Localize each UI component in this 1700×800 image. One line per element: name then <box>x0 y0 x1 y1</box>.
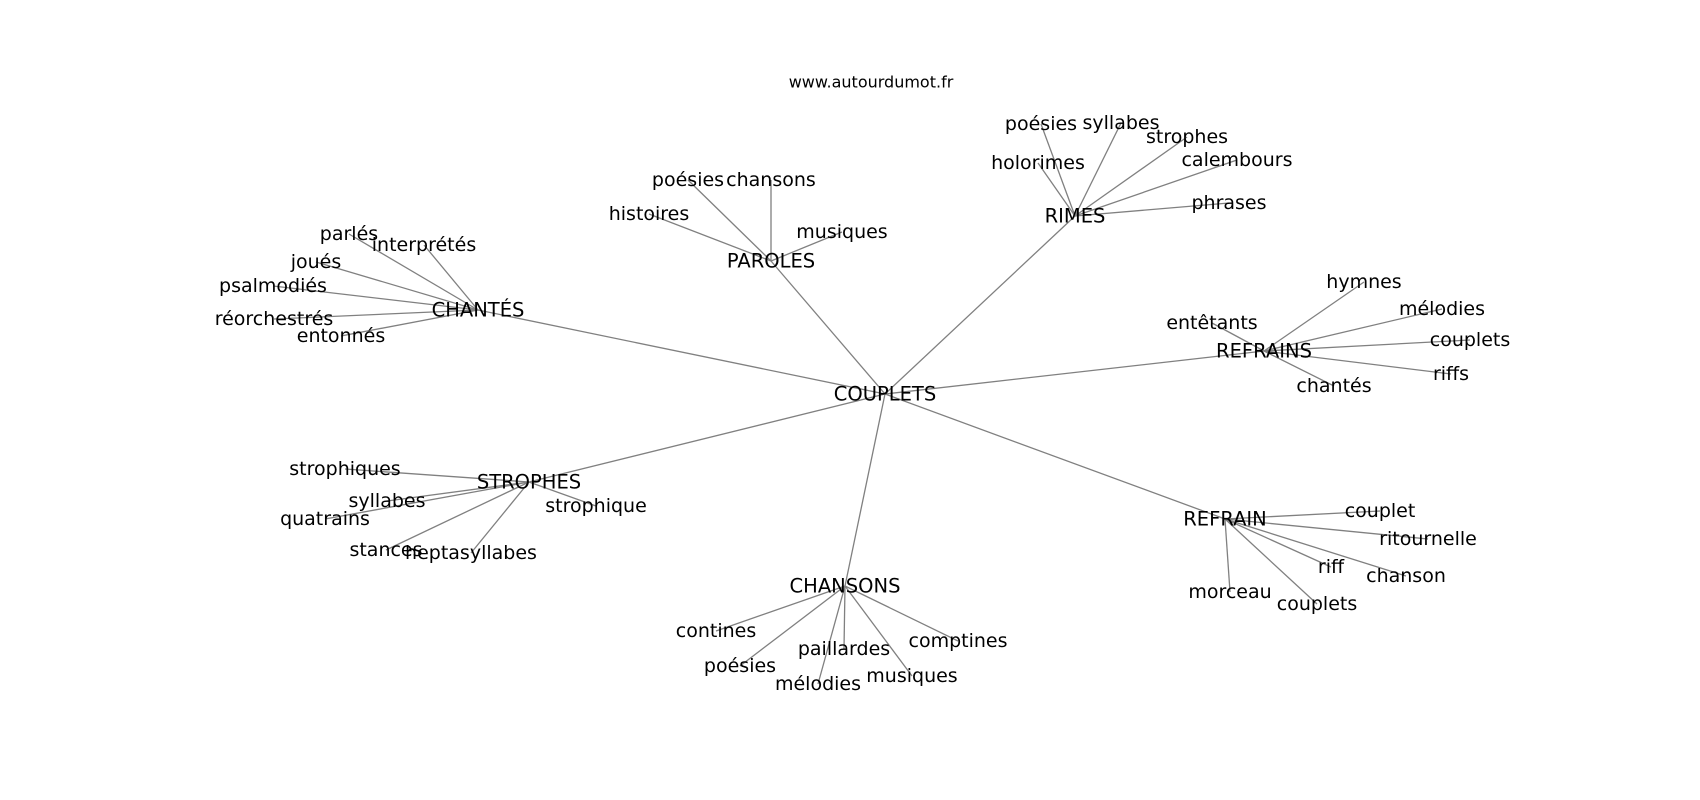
edge-0-3 <box>770 231 843 262</box>
graph-edges <box>272 122 1471 685</box>
leaf-node: strophique <box>545 495 647 517</box>
leaf-node: syllabes <box>349 490 426 512</box>
edge-5-4 <box>1224 518 1231 593</box>
edge-4-5 <box>470 481 530 554</box>
leaf-node: histoires <box>609 203 690 225</box>
leaf-node: couplet <box>1345 500 1416 522</box>
leaf-node: stances <box>349 539 422 561</box>
center-node: COUPLETS <box>834 383 936 406</box>
edge-6-5 <box>817 585 846 685</box>
edge-1-2 <box>1074 136 1188 217</box>
leaf-node: holorimes <box>991 152 1085 174</box>
edge-6-3 <box>739 585 846 667</box>
leaf-node: morceau <box>1188 581 1271 603</box>
edge-4-4 <box>385 481 530 551</box>
leaf-node: entêtants <box>1166 312 1257 334</box>
leaf-node: strophiques <box>289 458 400 480</box>
leaf-node: comptines <box>909 630 1008 652</box>
edge-6-2 <box>843 585 846 650</box>
hub-node: REFRAIN <box>1183 508 1267 531</box>
leaf-node: riff <box>1318 556 1345 578</box>
leaf-node: chantés <box>1296 375 1371 397</box>
leaf-node: chanson <box>1366 565 1446 587</box>
leaf-node: entonnés <box>297 325 385 347</box>
edge-0-0 <box>687 179 772 262</box>
edge-1-4 <box>1074 159 1238 217</box>
edge-4-1 <box>386 481 530 502</box>
leaf-node: paillardes <box>798 638 890 660</box>
edge-2-3 <box>272 285 479 311</box>
leaf-node: mélodies <box>1399 298 1485 320</box>
edge-1-1 <box>1074 122 1122 217</box>
leaf-node: musiques <box>866 665 957 687</box>
hub-node: RIMES <box>1045 205 1106 228</box>
edge-3-5 <box>1263 350 1335 387</box>
site-url: www.autourdumot.fr <box>788 72 954 92</box>
edge-3-2 <box>1211 322 1265 352</box>
leaf-node: joués <box>290 251 342 273</box>
leaf-node: poésies <box>1005 113 1077 135</box>
edge-center-to-0 <box>770 260 886 395</box>
leaf-node: calembours <box>1181 149 1292 171</box>
edge-4-2 <box>324 481 530 520</box>
leaf-node: poésies <box>704 655 776 677</box>
edge-5-3 <box>1224 518 1407 577</box>
edge-3-3 <box>1263 339 1471 352</box>
leaf-node: réorchestrés <box>215 308 334 330</box>
edge-0-2 <box>648 213 772 262</box>
hub-node: CHANSONS <box>790 575 901 598</box>
leaf-node: poésies <box>652 169 724 191</box>
edge-center-to-4 <box>528 393 886 483</box>
edge-center-to-6 <box>844 393 886 587</box>
leaf-node: mélodies <box>775 673 861 695</box>
edge-center-to-2 <box>477 309 886 395</box>
leaf-node: contines <box>676 620 756 642</box>
edge-5-0 <box>1224 510 1381 520</box>
edge-1-5 <box>1074 202 1230 217</box>
edge-3-4 <box>1263 350 1452 375</box>
leaf-node: phrases <box>1191 192 1266 214</box>
leaf-node: parlés <box>320 223 378 245</box>
edge-2-4 <box>273 309 479 320</box>
leaf-node: couplets <box>1277 593 1358 615</box>
leaf-node: quatrains <box>280 508 370 530</box>
edge-6-0 <box>715 585 846 632</box>
edge-2-0 <box>348 233 479 311</box>
edge-center-to-1 <box>884 215 1076 395</box>
leaf-node: psalmodiés <box>219 275 327 297</box>
edge-5-1 <box>1224 518 1429 540</box>
leaf-node: heptasyllabes <box>405 542 537 564</box>
edge-3-1 <box>1263 308 1443 352</box>
edge-2-2 <box>315 261 479 311</box>
leaf-node: strophes <box>1146 126 1228 148</box>
leaf-node: chansons <box>726 169 816 191</box>
edge-5-5 <box>1224 518 1318 605</box>
edge-4-0 <box>344 468 530 483</box>
edge-1-3 <box>1037 162 1076 217</box>
hub-node: PAROLES <box>727 250 815 273</box>
edge-3-0 <box>1263 281 1365 352</box>
hub-node: REFRAINS <box>1216 340 1312 363</box>
leaf-node: musiques <box>796 221 887 243</box>
leaf-node: ritournelle <box>1379 528 1477 550</box>
leaf-node: syllabes <box>1083 112 1160 134</box>
edge-6-1 <box>844 585 959 642</box>
edge-2-1 <box>423 244 479 311</box>
leaf-node: interprétés <box>372 234 476 256</box>
leaf-node: hymnes <box>1326 271 1401 293</box>
edge-4-3 <box>528 481 597 507</box>
edge-2-5 <box>340 309 479 337</box>
leaf-node: riffs <box>1433 363 1469 385</box>
hub-node: STROPHES <box>477 471 581 494</box>
leaf-node: couplets <box>1430 329 1511 351</box>
edge-1-0 <box>1040 123 1076 217</box>
edge-center-to-5 <box>884 393 1226 520</box>
edge-center-to-3 <box>884 350 1265 395</box>
edge-5-2 <box>1224 518 1332 568</box>
edge-6-4 <box>844 585 913 677</box>
hub-node: CHANTÉS <box>432 299 525 322</box>
